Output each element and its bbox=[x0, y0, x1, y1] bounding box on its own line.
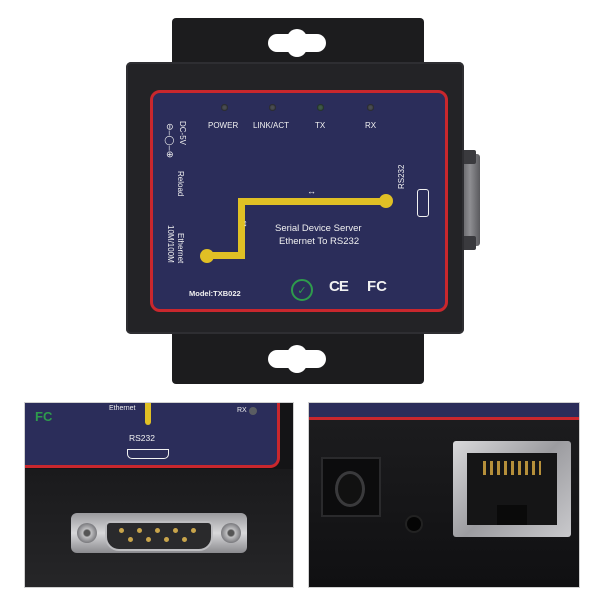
rj45-contacts bbox=[483, 461, 541, 475]
db9-socket bbox=[105, 521, 213, 551]
reload-button-hole bbox=[407, 517, 421, 531]
trace-segment bbox=[238, 201, 245, 258]
rx-label: RX bbox=[365, 121, 377, 130]
db9-pin bbox=[128, 537, 133, 542]
rs232-label: RS232 bbox=[129, 433, 155, 443]
ce-mark: CE bbox=[329, 278, 349, 295]
power-led bbox=[221, 104, 228, 111]
tx-label: TX bbox=[315, 121, 326, 130]
device-label-panel: POWER LINK/ACT TX RX DC-5V ⊖–◯–⊕ Reload … bbox=[150, 90, 448, 312]
server-subtitle: Ethernet To RS232 bbox=[279, 236, 360, 247]
db9-pin bbox=[182, 537, 187, 542]
screw-icon bbox=[221, 523, 241, 543]
dc-power-jack bbox=[321, 457, 381, 517]
fc-mark: FC bbox=[35, 409, 53, 424]
rx-label: RX bbox=[237, 407, 247, 414]
detail-photo-ethernet bbox=[308, 402, 580, 588]
model-label: Model:TXB022 bbox=[189, 289, 241, 298]
mounting-bracket-bottom bbox=[172, 330, 424, 384]
mounting-slot bbox=[268, 345, 326, 373]
db9-pin bbox=[173, 528, 178, 533]
rj45-latch-slot bbox=[497, 505, 527, 525]
ethernet-label-fragment: Ethernet bbox=[109, 405, 136, 412]
db9-pin bbox=[155, 528, 160, 533]
db9-connector bbox=[71, 513, 247, 553]
fc-mark: FC bbox=[367, 278, 387, 295]
power-label: POWER bbox=[208, 121, 239, 130]
server-title: Serial Device Server bbox=[275, 223, 362, 234]
db9-outline-icon bbox=[127, 449, 169, 459]
db9-pin bbox=[137, 528, 142, 533]
main-product-photo: POWER LINK/ACT TX RX DC-5V ⊖–◯–⊕ Reload … bbox=[126, 18, 480, 384]
db9-pin bbox=[119, 528, 124, 533]
db9-pin bbox=[191, 528, 196, 533]
db9-side-connector bbox=[460, 150, 480, 250]
db9-outline-icon bbox=[417, 189, 429, 217]
dc-label: DC-5V bbox=[178, 121, 187, 146]
link-act-led bbox=[269, 104, 276, 111]
tx-led bbox=[317, 104, 324, 111]
reload-label: Reload bbox=[176, 171, 185, 197]
mounting-slot bbox=[268, 29, 326, 57]
db9-pin bbox=[146, 537, 151, 542]
rx-led bbox=[367, 104, 374, 111]
speed-label: 10M/100M bbox=[166, 225, 175, 263]
trace-segment bbox=[207, 252, 245, 259]
dc-symbol: ⊖–◯–⊕ bbox=[165, 123, 175, 159]
panel-border bbox=[309, 417, 579, 420]
rj45-socket bbox=[467, 453, 557, 525]
rs232-label: RS232 bbox=[397, 164, 406, 189]
rj45-ethernet-port bbox=[453, 441, 571, 537]
screw-icon bbox=[77, 523, 97, 543]
detail-photo-rs232: FC Ethernet RS232 RX bbox=[24, 402, 294, 588]
trace-segment bbox=[238, 198, 388, 205]
bidirectional-arrow-icon: ↔ bbox=[307, 186, 316, 196]
device-label-panel bbox=[309, 403, 579, 417]
bidirectional-arrow-icon: ↕ bbox=[243, 218, 248, 228]
checkmark-icon: ✓ bbox=[291, 279, 313, 301]
mounting-bracket-top bbox=[172, 18, 424, 70]
device-label-panel: FC Ethernet RS232 RX bbox=[25, 403, 280, 468]
db9-pin bbox=[164, 537, 169, 542]
ethernet-label: Ethernet bbox=[176, 233, 185, 264]
trace-segment bbox=[145, 403, 151, 425]
rohs-mark: ✓ bbox=[291, 279, 313, 301]
rs232-pad bbox=[379, 194, 393, 208]
link-act-label: LINK/ACT bbox=[253, 121, 290, 130]
rx-led bbox=[249, 407, 257, 415]
